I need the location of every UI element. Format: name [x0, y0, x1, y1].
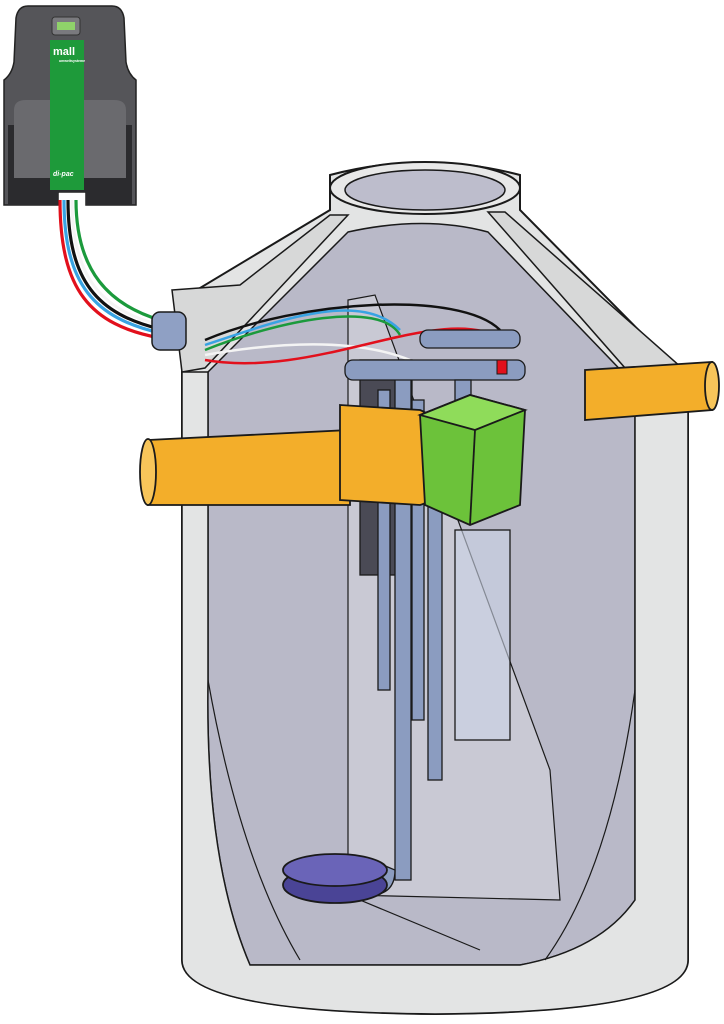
brand-tagline: umweltsysteme: [59, 59, 85, 63]
cable-white: [70, 199, 161, 327]
cable-green: [74, 199, 161, 322]
cable-socket: [151, 311, 187, 351]
green-box: [417, 394, 528, 526]
outlet-pipe: [584, 361, 720, 421]
cable-blue: [62, 199, 161, 335]
product-logo: di-pac: [53, 171, 74, 178]
display-icon: [57, 22, 75, 30]
cable-black: [66, 199, 161, 331]
red-connector: [496, 359, 508, 375]
control-unit: mall umweltsysteme di-pac: [3, 5, 137, 206]
cable-red: [58, 199, 161, 340]
cable-bundle: [58, 199, 161, 340]
diffuser: [282, 853, 388, 904]
unit-panel: [50, 40, 84, 190]
brand-logo: mall: [53, 46, 75, 58]
